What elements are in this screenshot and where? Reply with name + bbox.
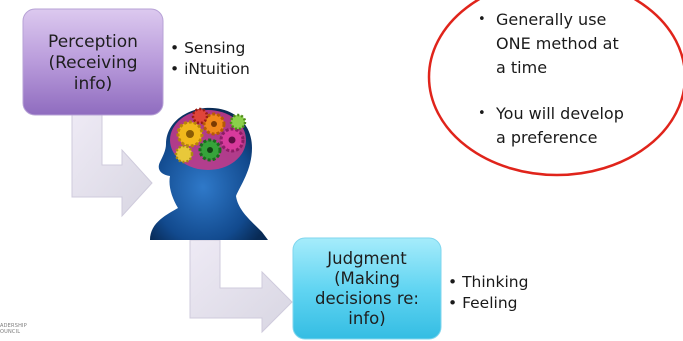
- callout-item-2-line-2: a preference: [496, 128, 598, 147]
- bullet-sensing: Sensing: [170, 38, 250, 59]
- callout-item-1-line-3: a time: [496, 58, 548, 77]
- judgment-title-line-2: (Making: [334, 269, 400, 288]
- bullet-thinking: Thinking: [448, 272, 528, 293]
- callout-item-1: Generally use ONE method at a time: [478, 8, 668, 80]
- perception-box: [22, 8, 164, 116]
- brain-gears-head-icon: [150, 107, 268, 240]
- perception-title-line-3: info): [73, 73, 113, 94]
- elbow-arrow-2: [189, 239, 293, 334]
- judgment-bullets: Thinking Feeling: [448, 272, 528, 314]
- elbow-arrow-1: [71, 114, 153, 218]
- judgment-title-line-4: info): [348, 309, 386, 328]
- perception-title-line-1: Perception: [48, 31, 138, 52]
- logo-line-1: ADERSHIP: [0, 323, 27, 329]
- judgment-title-line-3: decisions re:: [315, 289, 419, 308]
- bullet-intuition: iNtuition: [170, 59, 250, 80]
- judgment-title: Judgment (Making decisions re: info): [293, 243, 441, 335]
- callout-text: Generally use ONE method at a time You w…: [478, 8, 668, 150]
- judgment-box: [292, 237, 442, 340]
- council-logo-text: ADERSHIP OUNCIL: [0, 323, 27, 335]
- perception-title: Perception (Receiving info): [23, 16, 163, 110]
- logo-line-2: OUNCIL: [0, 329, 21, 335]
- callout-item-1-line-2: ONE method at: [496, 34, 619, 53]
- bullet-feeling: Feeling: [448, 293, 528, 314]
- perception-title-line-2: (Receiving: [48, 52, 138, 73]
- perception-bullets: Sensing iNtuition: [170, 38, 250, 80]
- callout-item-2: You will develop a preference: [478, 102, 668, 150]
- judgment-title-line-1: Judgment: [327, 249, 407, 268]
- callout-item-2-line-1: You will develop: [496, 104, 624, 123]
- callout-item-1-line-1: Generally use: [496, 10, 607, 29]
